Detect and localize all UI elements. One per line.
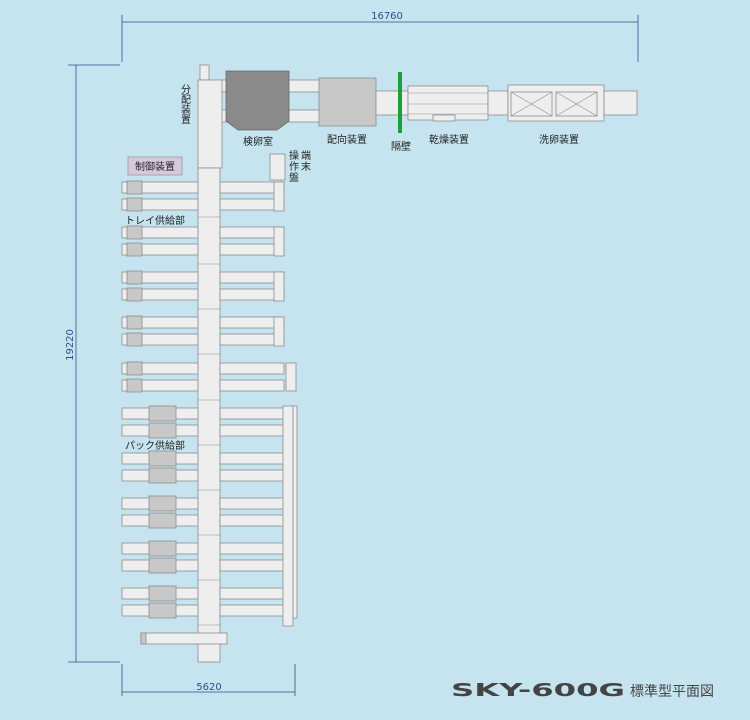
washer-cross <box>555 91 598 117</box>
main-conveyor <box>197 167 221 663</box>
dryer-foot <box>432 114 456 122</box>
washer-outlet <box>603 90 638 116</box>
pack-side-rail-edge <box>292 405 298 619</box>
pack-arm-right <box>219 452 285 465</box>
right-side-rails <box>273 181 298 627</box>
operation-terminal-label-char: 操 <box>289 149 299 162</box>
pack-arm-right <box>219 587 285 600</box>
tray-end-cap <box>273 181 285 212</box>
pack-unit <box>148 512 177 529</box>
pack-unit <box>148 495 177 512</box>
tray-end-cap <box>273 271 285 302</box>
pack-arm-right <box>219 497 285 510</box>
distributor-label-char: 配 <box>181 94 191 106</box>
tray-arm-left <box>121 226 199 239</box>
dimension-total-height: 19220 <box>65 329 76 361</box>
operation-terminal-label-char: 端 <box>301 149 311 162</box>
pack-supply-units <box>121 405 285 619</box>
tray-unit <box>126 361 143 376</box>
conveyor-segments <box>198 216 220 626</box>
top-process-line <box>197 64 638 169</box>
pack-arm-right <box>219 469 285 482</box>
pack-unit <box>148 422 177 439</box>
pack-unit <box>148 450 177 467</box>
control-device-box <box>127 156 183 176</box>
distributor-label-char: 置 <box>181 114 191 126</box>
distributor-label-char: 分 <box>181 84 191 96</box>
tray-end-cap <box>273 316 285 347</box>
pack-unit <box>148 602 177 619</box>
tray-unit <box>126 242 143 257</box>
tray-arm-left <box>121 362 199 375</box>
pack-arm-right <box>219 604 285 617</box>
tray-unit <box>126 225 143 240</box>
dryer-device <box>407 85 489 121</box>
pack-unit <box>148 467 177 484</box>
dryer-label: 乾燥装置 <box>429 133 469 146</box>
washer-label: 洗卵装置 <box>539 133 579 146</box>
dimension-lower-width: 5620 <box>196 682 221 693</box>
distributor-cap <box>199 64 210 81</box>
vertical-conveyor <box>197 167 221 663</box>
tray-arm-left <box>121 288 199 301</box>
tray-arm-right <box>219 362 285 375</box>
connector-conveyor <box>487 90 509 116</box>
tray-end-cap <box>273 226 285 257</box>
pack-side-rail <box>282 405 294 627</box>
pack-arm-right <box>219 559 285 572</box>
operation-terminal-label-char: 盤 <box>289 171 299 184</box>
orienter-device <box>318 77 377 127</box>
model-name: SKY-600G <box>451 680 625 701</box>
tray-arm-left <box>121 181 199 194</box>
tray-unit <box>126 332 143 347</box>
tray-arm-left <box>121 316 199 329</box>
tray-arm-left <box>121 379 199 392</box>
orienter-label: 配向装置 <box>327 133 367 146</box>
pack-unit <box>148 405 177 422</box>
bottom-conveyor <box>140 632 228 645</box>
pack-arm-right <box>219 407 285 420</box>
control-device-label: 制御装置 <box>135 160 175 173</box>
distributor-label-char: 装 <box>181 103 191 116</box>
tray-arm-left <box>121 243 199 256</box>
partition-wall <box>398 72 402 133</box>
tray-arm-left <box>121 271 199 284</box>
tray-arm-left <box>121 333 199 346</box>
tray-supply-label: トレイ供給部 <box>125 214 185 227</box>
pack-unit <box>148 557 177 574</box>
pack-unit <box>148 585 177 602</box>
bottom-conveyor-end <box>140 632 147 645</box>
tray-arm-right <box>219 379 285 392</box>
dimension-total-width: 16760 <box>371 11 403 22</box>
dimension-lines <box>68 15 639 696</box>
tray-unit <box>126 378 143 393</box>
pack-arm-right <box>219 542 285 555</box>
pack-supply-label: パック供給部 <box>125 439 185 452</box>
inspection-room <box>225 70 290 131</box>
pack-arm-right <box>219 424 285 437</box>
tray-supply-units <box>121 180 285 393</box>
tray-unit <box>126 287 143 302</box>
tray-unit <box>126 315 143 330</box>
tray-unit <box>126 197 143 212</box>
tray-unit <box>126 180 143 195</box>
operation-terminal-label-char: 作 <box>289 161 299 173</box>
pack-arm-right <box>219 514 285 527</box>
operation-terminal-panel <box>269 153 286 181</box>
inspection-room-label: 検卵室 <box>243 135 273 148</box>
washer-cross <box>510 91 553 117</box>
distributor-device <box>197 79 223 169</box>
labels: 分 配 装 置 検卵室 配向装置 隔壁 乾燥装置 洗卵装置 制御装置 操 作 盤… <box>125 84 579 452</box>
operation-terminal-label-char: 末 <box>301 160 311 173</box>
tray-end-cap <box>285 362 297 392</box>
tray-arm-left <box>121 198 199 211</box>
connector-conveyor <box>375 90 409 116</box>
pack-unit <box>148 540 177 557</box>
plan-caption: 標準型平面図 <box>630 684 714 700</box>
tray-unit <box>126 270 143 285</box>
partition-label: 隔壁 <box>391 140 411 153</box>
